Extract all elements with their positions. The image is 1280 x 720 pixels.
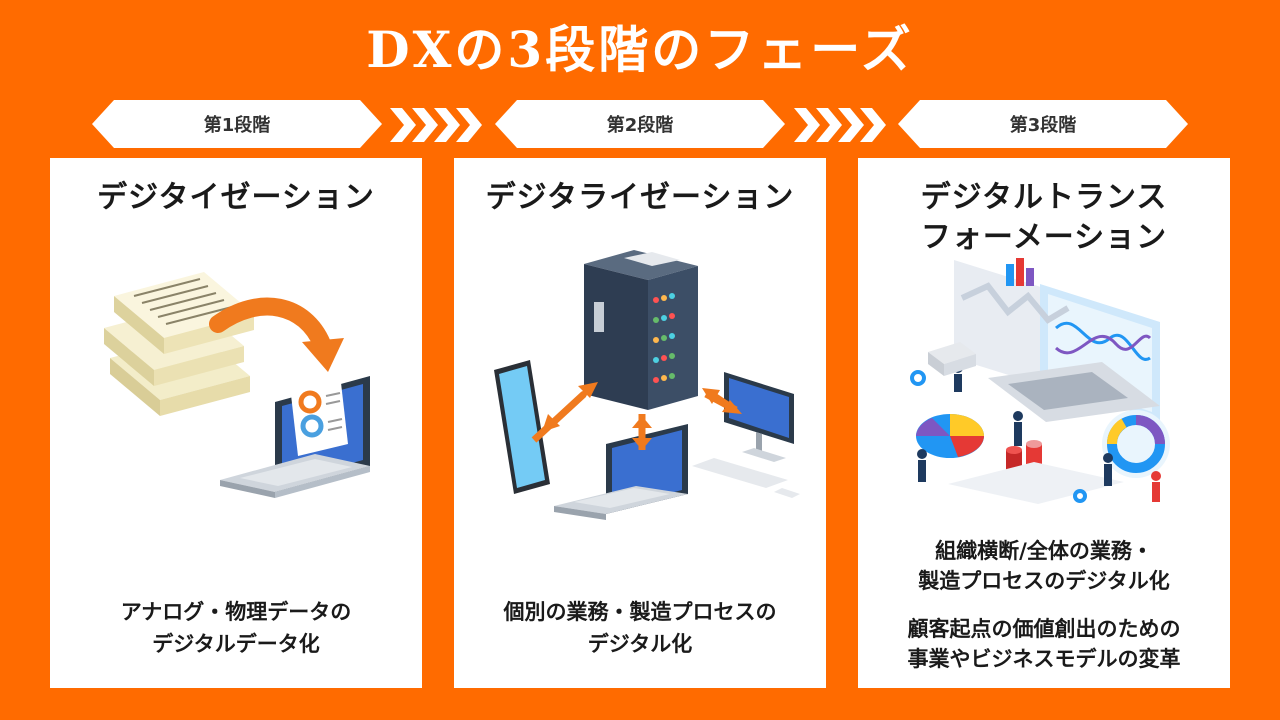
stage-2-card: デジタライゼーション — [454, 158, 826, 688]
stage-1-description: アナログ・物理データの デジタルデータ化 — [120, 600, 352, 656]
stage-1-label: 第1段階 — [92, 100, 382, 148]
stage-3-description-a: 組織横断/全体の業務・ 製造プロセスのデジタル化 — [918, 539, 1170, 593]
paper-to-laptop-icon — [104, 272, 370, 498]
stage-1-card: デジタイゼーション — [50, 158, 422, 688]
stage-3-label: 第3段階 — [898, 100, 1188, 148]
stage-2-label-text: 第2段階 — [606, 115, 674, 136]
chevron-arrows-icon — [794, 108, 886, 142]
stage-3-description-b: 顧客起点の価値創出のための 事業やビジネスモデルの変革 — [907, 617, 1181, 671]
stage-1-label-text: 第1段階 — [203, 115, 271, 136]
stage-3-card: デジタルトランス フォーメーション — [858, 158, 1230, 688]
server-devices-icon — [494, 250, 800, 520]
stage-2-description: 個別の業務・製造プロセスの デジタル化 — [503, 600, 777, 656]
stage-2-label: 第2段階 — [495, 100, 785, 148]
stage-2-heading: デジタライゼーション — [485, 180, 795, 215]
page-title: DXの3段階のフェーズ — [366, 20, 914, 79]
stage-3-label-text: 第3段階 — [1009, 115, 1077, 136]
business-analytics-icon — [910, 258, 1170, 504]
stage-1-heading: デジタイゼーション — [97, 180, 375, 215]
chevron-arrows-icon — [390, 108, 482, 142]
stage-3-heading: デジタルトランス フォーメーション — [920, 180, 1168, 255]
